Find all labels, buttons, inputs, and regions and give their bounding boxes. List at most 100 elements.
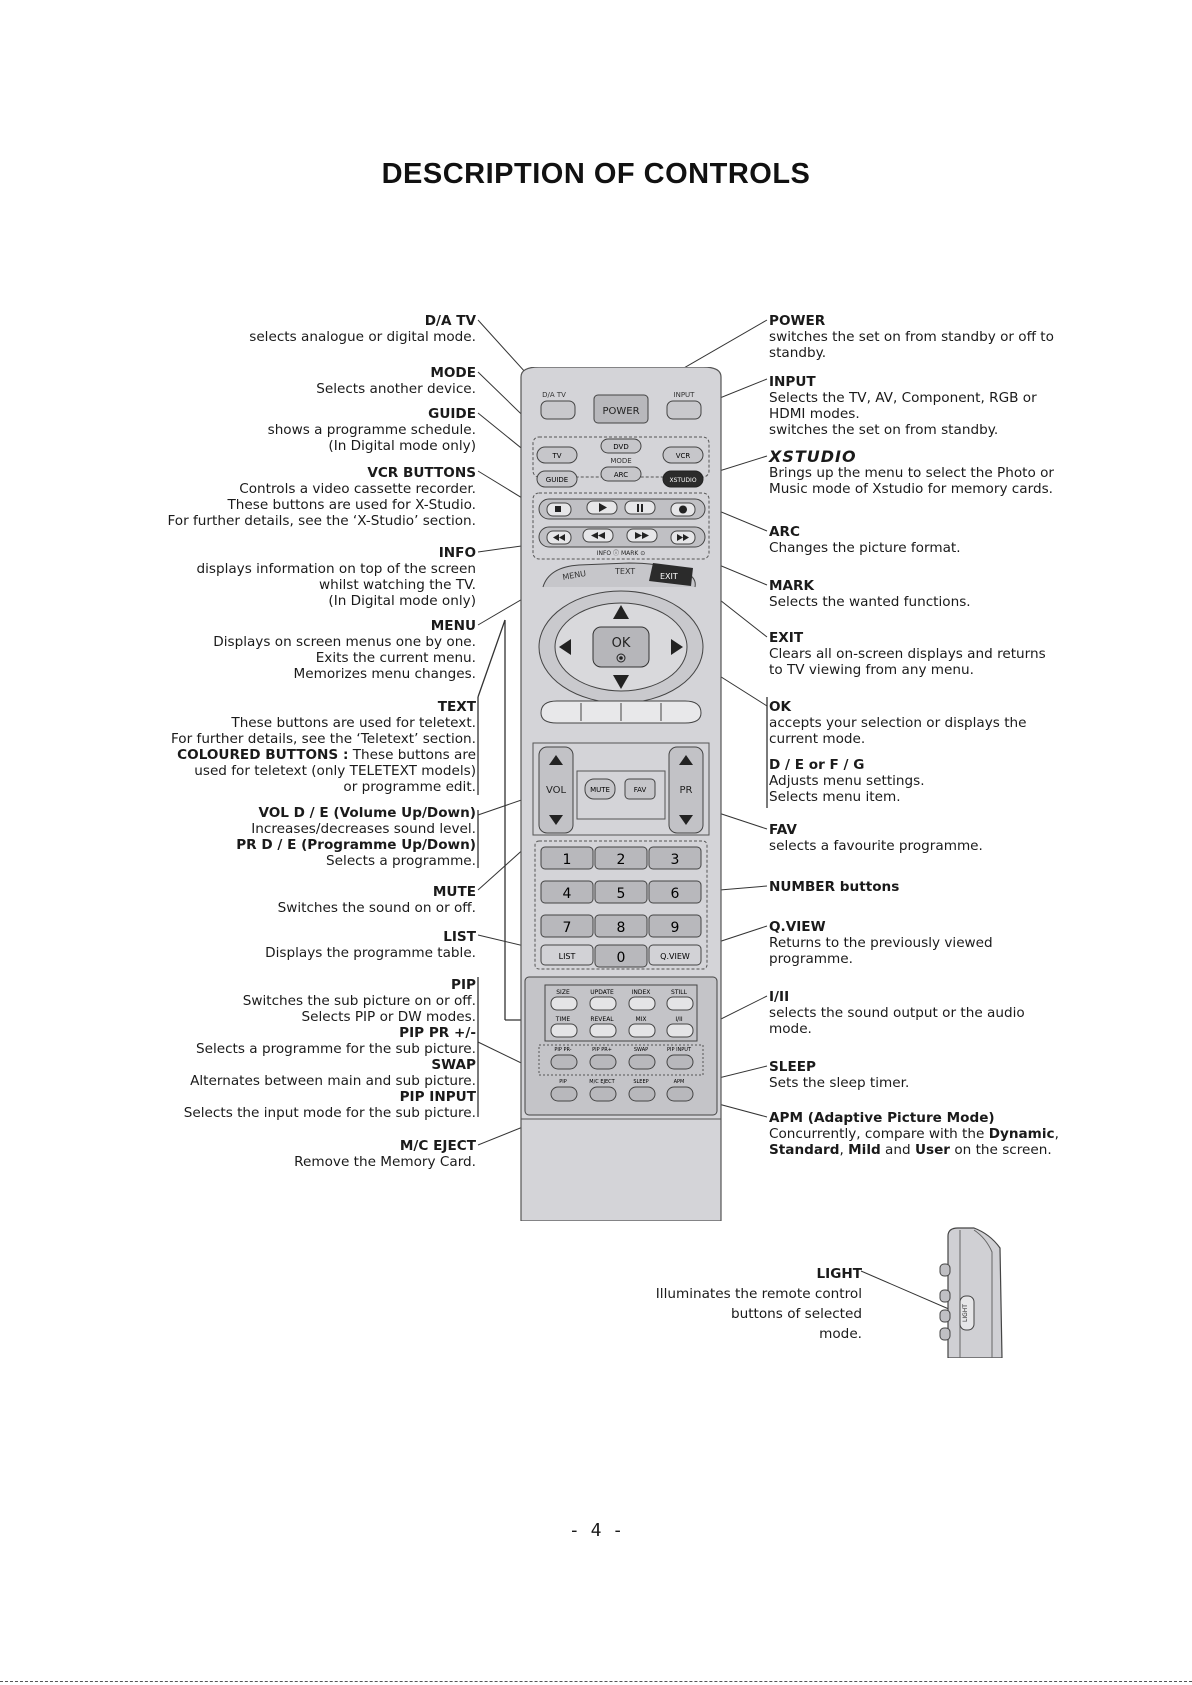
svg-text:POWER: POWER [602, 406, 639, 417]
mode-vcr-button[interactable]: VCR [662, 446, 704, 464]
svg-text:DVD: DVD [613, 443, 628, 451]
desc-text: on the screen. [950, 1142, 1052, 1158]
nav-right-icon[interactable] [671, 639, 683, 655]
desc: Selects the input mode for the sub pictu… [183, 1105, 476, 1121]
desc: (In Digital mode only) [328, 593, 476, 609]
guide-button[interactable]: GUIDE [536, 470, 578, 488]
pip-button[interactable] [550, 1086, 578, 1102]
nav-down-icon[interactable] [613, 675, 629, 689]
qview-button[interactable]: Q.VIEW [648, 944, 702, 966]
fav-button[interactable]: FAV [624, 778, 656, 800]
vol-rocker[interactable]: VOL [538, 746, 574, 834]
size-button[interactable] [550, 996, 578, 1011]
label-i-ii: I/II selects the sound output or the aud… [769, 989, 1069, 1037]
desc: (In Digital mode only) [328, 438, 476, 454]
desc: Increases/decreases sound level. [251, 821, 476, 837]
xstudio-button[interactable]: XSTUDIO [662, 470, 704, 488]
page-title: DESCRIPTION OF CONTROLS [381, 158, 811, 190]
label-pip: PIP Switches the sub picture on or off. … [184, 977, 476, 1121]
label-apm: APM (Adaptive Picture Mode) Concurrently… [769, 1110, 1069, 1158]
reveal-button[interactable] [589, 1023, 617, 1038]
power-button[interactable]: POWER [593, 394, 649, 424]
desc: switches the set on from standby. [769, 422, 999, 438]
coloured-buttons[interactable] [540, 700, 702, 724]
desc: displays information on top of the scree… [196, 561, 476, 577]
desc: Selects another device. [316, 381, 476, 397]
desc: Brings up the menu to select the Photo o… [769, 465, 1055, 481]
menu-button[interactable]: MENU [562, 569, 587, 582]
heading: ARC [769, 524, 800, 540]
mute-button[interactable]: MUTE [584, 778, 616, 800]
swap-button[interactable] [628, 1054, 656, 1070]
svg-text:PIP PR+: PIP PR+ [592, 1047, 612, 1053]
datv-button[interactable]: D/A TV [540, 391, 576, 420]
text-button[interactable]: TEXT [614, 567, 635, 576]
svg-text:MENU: MENU [562, 569, 587, 582]
svg-text:9: 9 [671, 920, 680, 936]
nav-up-icon[interactable] [613, 605, 629, 619]
number-7-button[interactable] [540, 914, 594, 938]
heading: MARK [769, 578, 815, 594]
mix-button[interactable] [628, 1023, 656, 1038]
arc-button[interactable]: ARC [600, 466, 642, 482]
svg-text:0: 0 [617, 950, 626, 966]
pr-rocker[interactable]: PR [668, 746, 704, 834]
desc: Selects PIP or DW modes. [301, 1009, 476, 1025]
number-6-button[interactable] [648, 880, 702, 904]
index-button[interactable] [628, 996, 656, 1011]
label-exit: EXIT Clears all on-screen displays and r… [769, 630, 1069, 678]
desc: to TV viewing from any menu. [769, 662, 974, 678]
desc: Switches the sub picture on or off. [242, 993, 476, 1009]
svg-text:PIP PR-: PIP PR- [554, 1047, 571, 1053]
still-button[interactable] [666, 996, 694, 1011]
svg-text:ARC: ARC [614, 471, 628, 479]
remote-side-view-illustration: LIGHT [939, 1227, 1003, 1358]
page-number: - 4 - [568, 1520, 624, 1541]
desc: Adjusts menu settings. [769, 773, 925, 789]
number-0-button[interactable]: 0 [594, 944, 648, 968]
number-8-button[interactable] [594, 914, 648, 938]
number-1-button[interactable] [540, 846, 594, 870]
number-2-button[interactable] [594, 846, 648, 870]
heading: PR D / E (Programme Up/Down) [236, 837, 476, 853]
desc-coloured: COLOURED BUTTONS : These buttons are [171, 747, 476, 763]
svg-text:PIP INPUT: PIP INPUT [667, 1047, 692, 1053]
label-vol-pr: VOL D / E (Volume Up/Down) Increases/dec… [236, 805, 476, 869]
ok-button[interactable]: OK [592, 626, 650, 668]
svg-text:GUIDE: GUIDE [546, 476, 568, 484]
desc: Exits the current menu. [315, 650, 476, 666]
nav-left-icon[interactable] [559, 639, 571, 655]
pip-pr-minus-button[interactable] [550, 1054, 578, 1070]
label-mode: MODE Selects another device. [316, 365, 476, 397]
pip-input-button[interactable] [666, 1054, 694, 1070]
desc: Standard, Mild and User on the screen. [769, 1142, 1069, 1158]
number-3-button[interactable] [648, 846, 702, 870]
update-button[interactable] [589, 996, 617, 1011]
svg-text:TV: TV [551, 452, 561, 460]
desc: These buttons are [348, 747, 476, 763]
number-5-button[interactable] [594, 880, 648, 904]
exit-button[interactable]: EXIT [649, 563, 693, 586]
svg-text:LIGHT: LIGHT [962, 1304, 969, 1322]
desc: Concurrently, compare with the Dynamic, [769, 1126, 1069, 1142]
desc: selects a favourite programme. [769, 838, 983, 854]
i-ii-button[interactable] [666, 1023, 694, 1038]
light-button[interactable]: LIGHT [959, 1295, 975, 1331]
pip-row-2: PIP M/C EJECT SLEEP APM [550, 1079, 694, 1102]
pause-button[interactable] [624, 500, 656, 515]
svg-text:1: 1 [563, 852, 572, 868]
vcr-row-2: INFO ⓘ MARK ⊙ [538, 526, 706, 557]
number-4-button[interactable] [540, 880, 594, 904]
input-button[interactable]: INPUT [666, 391, 702, 420]
sleep-button[interactable] [628, 1086, 656, 1102]
apm-button[interactable] [666, 1086, 694, 1102]
time-button[interactable] [550, 1023, 578, 1038]
list-button[interactable]: LIST [540, 944, 594, 966]
svg-text:8: 8 [617, 920, 626, 936]
heading: D/A TV [424, 313, 476, 329]
mode-dvd-button[interactable]: DVD [600, 438, 642, 454]
mc-eject-button[interactable] [589, 1086, 617, 1102]
mode-tv-button[interactable]: TV [536, 446, 578, 464]
number-9-button[interactable] [648, 914, 702, 938]
pip-pr-plus-button[interactable] [589, 1054, 617, 1070]
